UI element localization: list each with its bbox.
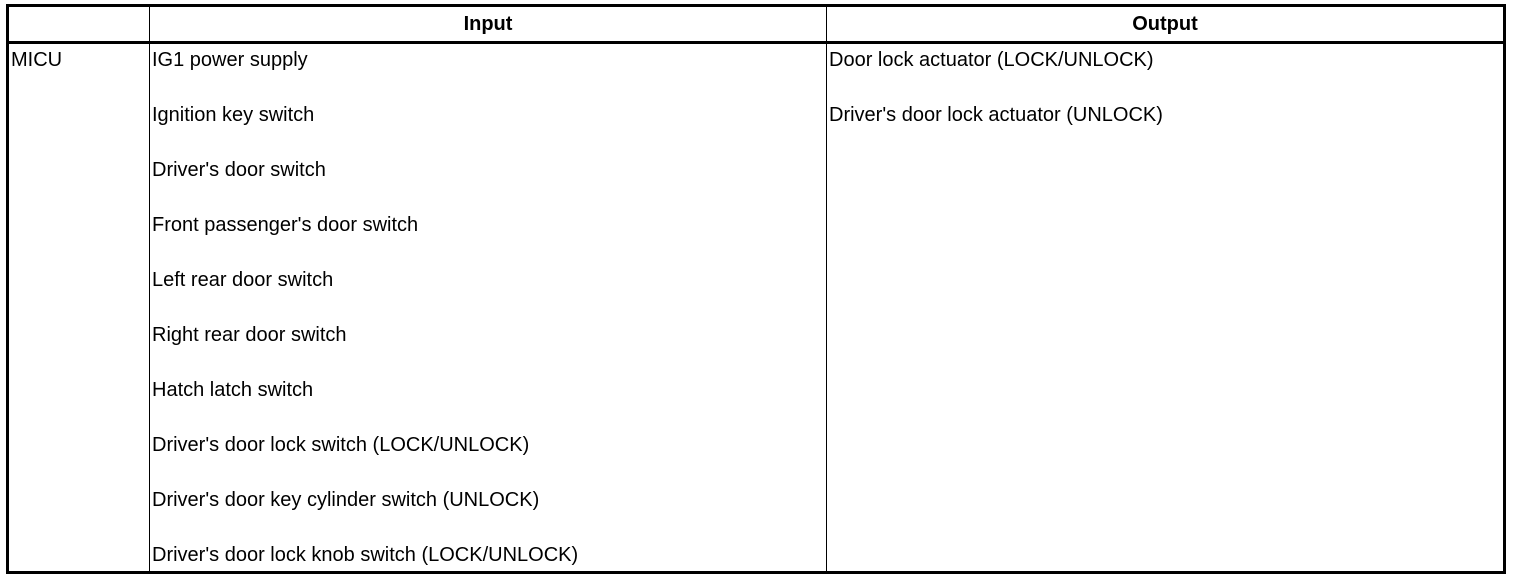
input-column-header: Input (149, 5, 827, 44)
input-item: Driver's door lock knob switch (LOCK/UNL… (152, 544, 579, 566)
input-item: Driver's door key cylinder switch (UNLOC… (152, 489, 540, 511)
input-item: Right rear door switch (152, 324, 347, 346)
unit-cell: MICU (7, 42, 150, 573)
micu-row-label: MICU (11, 49, 63, 71)
input-item: Driver's door switch (152, 159, 326, 181)
input-item: Hatch latch switch (152, 379, 314, 401)
output-item: Door lock actuator (LOCK/UNLOCK) (829, 49, 1154, 71)
output-cell: Door lock actuator (LOCK/UNLOCK) Driver's… (826, 42, 1505, 573)
input-item: Front passenger's door switch (152, 214, 419, 236)
input-item: Driver's door lock switch (LOCK/UNLOCK) (152, 434, 530, 456)
output-item: Driver's door lock actuator (UNLOCK) (829, 104, 1163, 126)
output-column-header: Output (826, 5, 1505, 44)
output-list: Door lock actuator (LOCK/UNLOCK) Driver's… (829, 46, 1499, 129)
input-item: Left rear door switch (152, 269, 334, 291)
input-item: IG1 power supply (152, 49, 308, 71)
corner-header-cell (7, 5, 150, 44)
input-item: Ignition key switch (152, 104, 315, 126)
header-row: Input Output (7, 5, 1505, 44)
